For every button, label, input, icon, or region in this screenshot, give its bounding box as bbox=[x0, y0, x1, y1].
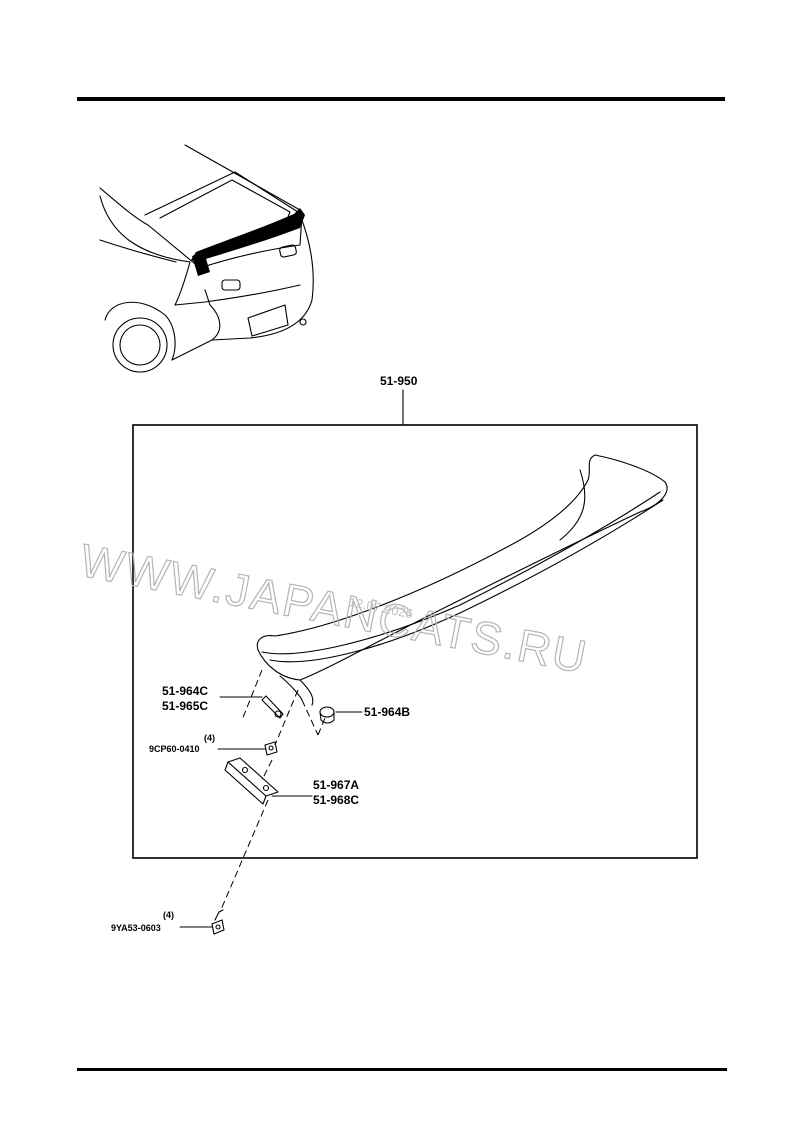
exploded-view-lines bbox=[219, 669, 326, 913]
label-bracket-b: 51-965C bbox=[162, 699, 208, 713]
top-rule bbox=[77, 97, 725, 101]
rear-spoiler-drawing bbox=[256, 454, 668, 706]
bracket-part bbox=[261, 695, 284, 719]
watermark-site: WWW.JAPANCATS.RU bbox=[76, 534, 592, 683]
label-grommet: 51-964B bbox=[364, 705, 410, 719]
bolt-part bbox=[211, 909, 225, 935]
bottom-rule bbox=[77, 1068, 727, 1071]
grommet-part bbox=[319, 706, 335, 724]
nut-part bbox=[264, 741, 278, 756]
label-bolt: 9YA53-0603 bbox=[111, 923, 161, 933]
label-leaders bbox=[179, 696, 363, 928]
assembly-frame bbox=[132, 424, 698, 859]
label-bolt-qty: (4) bbox=[163, 910, 174, 920]
pad-part bbox=[224, 757, 279, 805]
assembly-part-number: 51-950 bbox=[380, 374, 418, 388]
car-rear-illustration bbox=[99, 144, 314, 373]
label-pad-b: 51-968C bbox=[313, 793, 359, 807]
label-pad-a: 51-967A bbox=[313, 778, 359, 792]
label-nut-qty: (4) bbox=[204, 733, 215, 743]
label-bracket-a: 51-964C bbox=[162, 684, 208, 698]
label-nut: 9CP60-0410 bbox=[149, 744, 200, 754]
